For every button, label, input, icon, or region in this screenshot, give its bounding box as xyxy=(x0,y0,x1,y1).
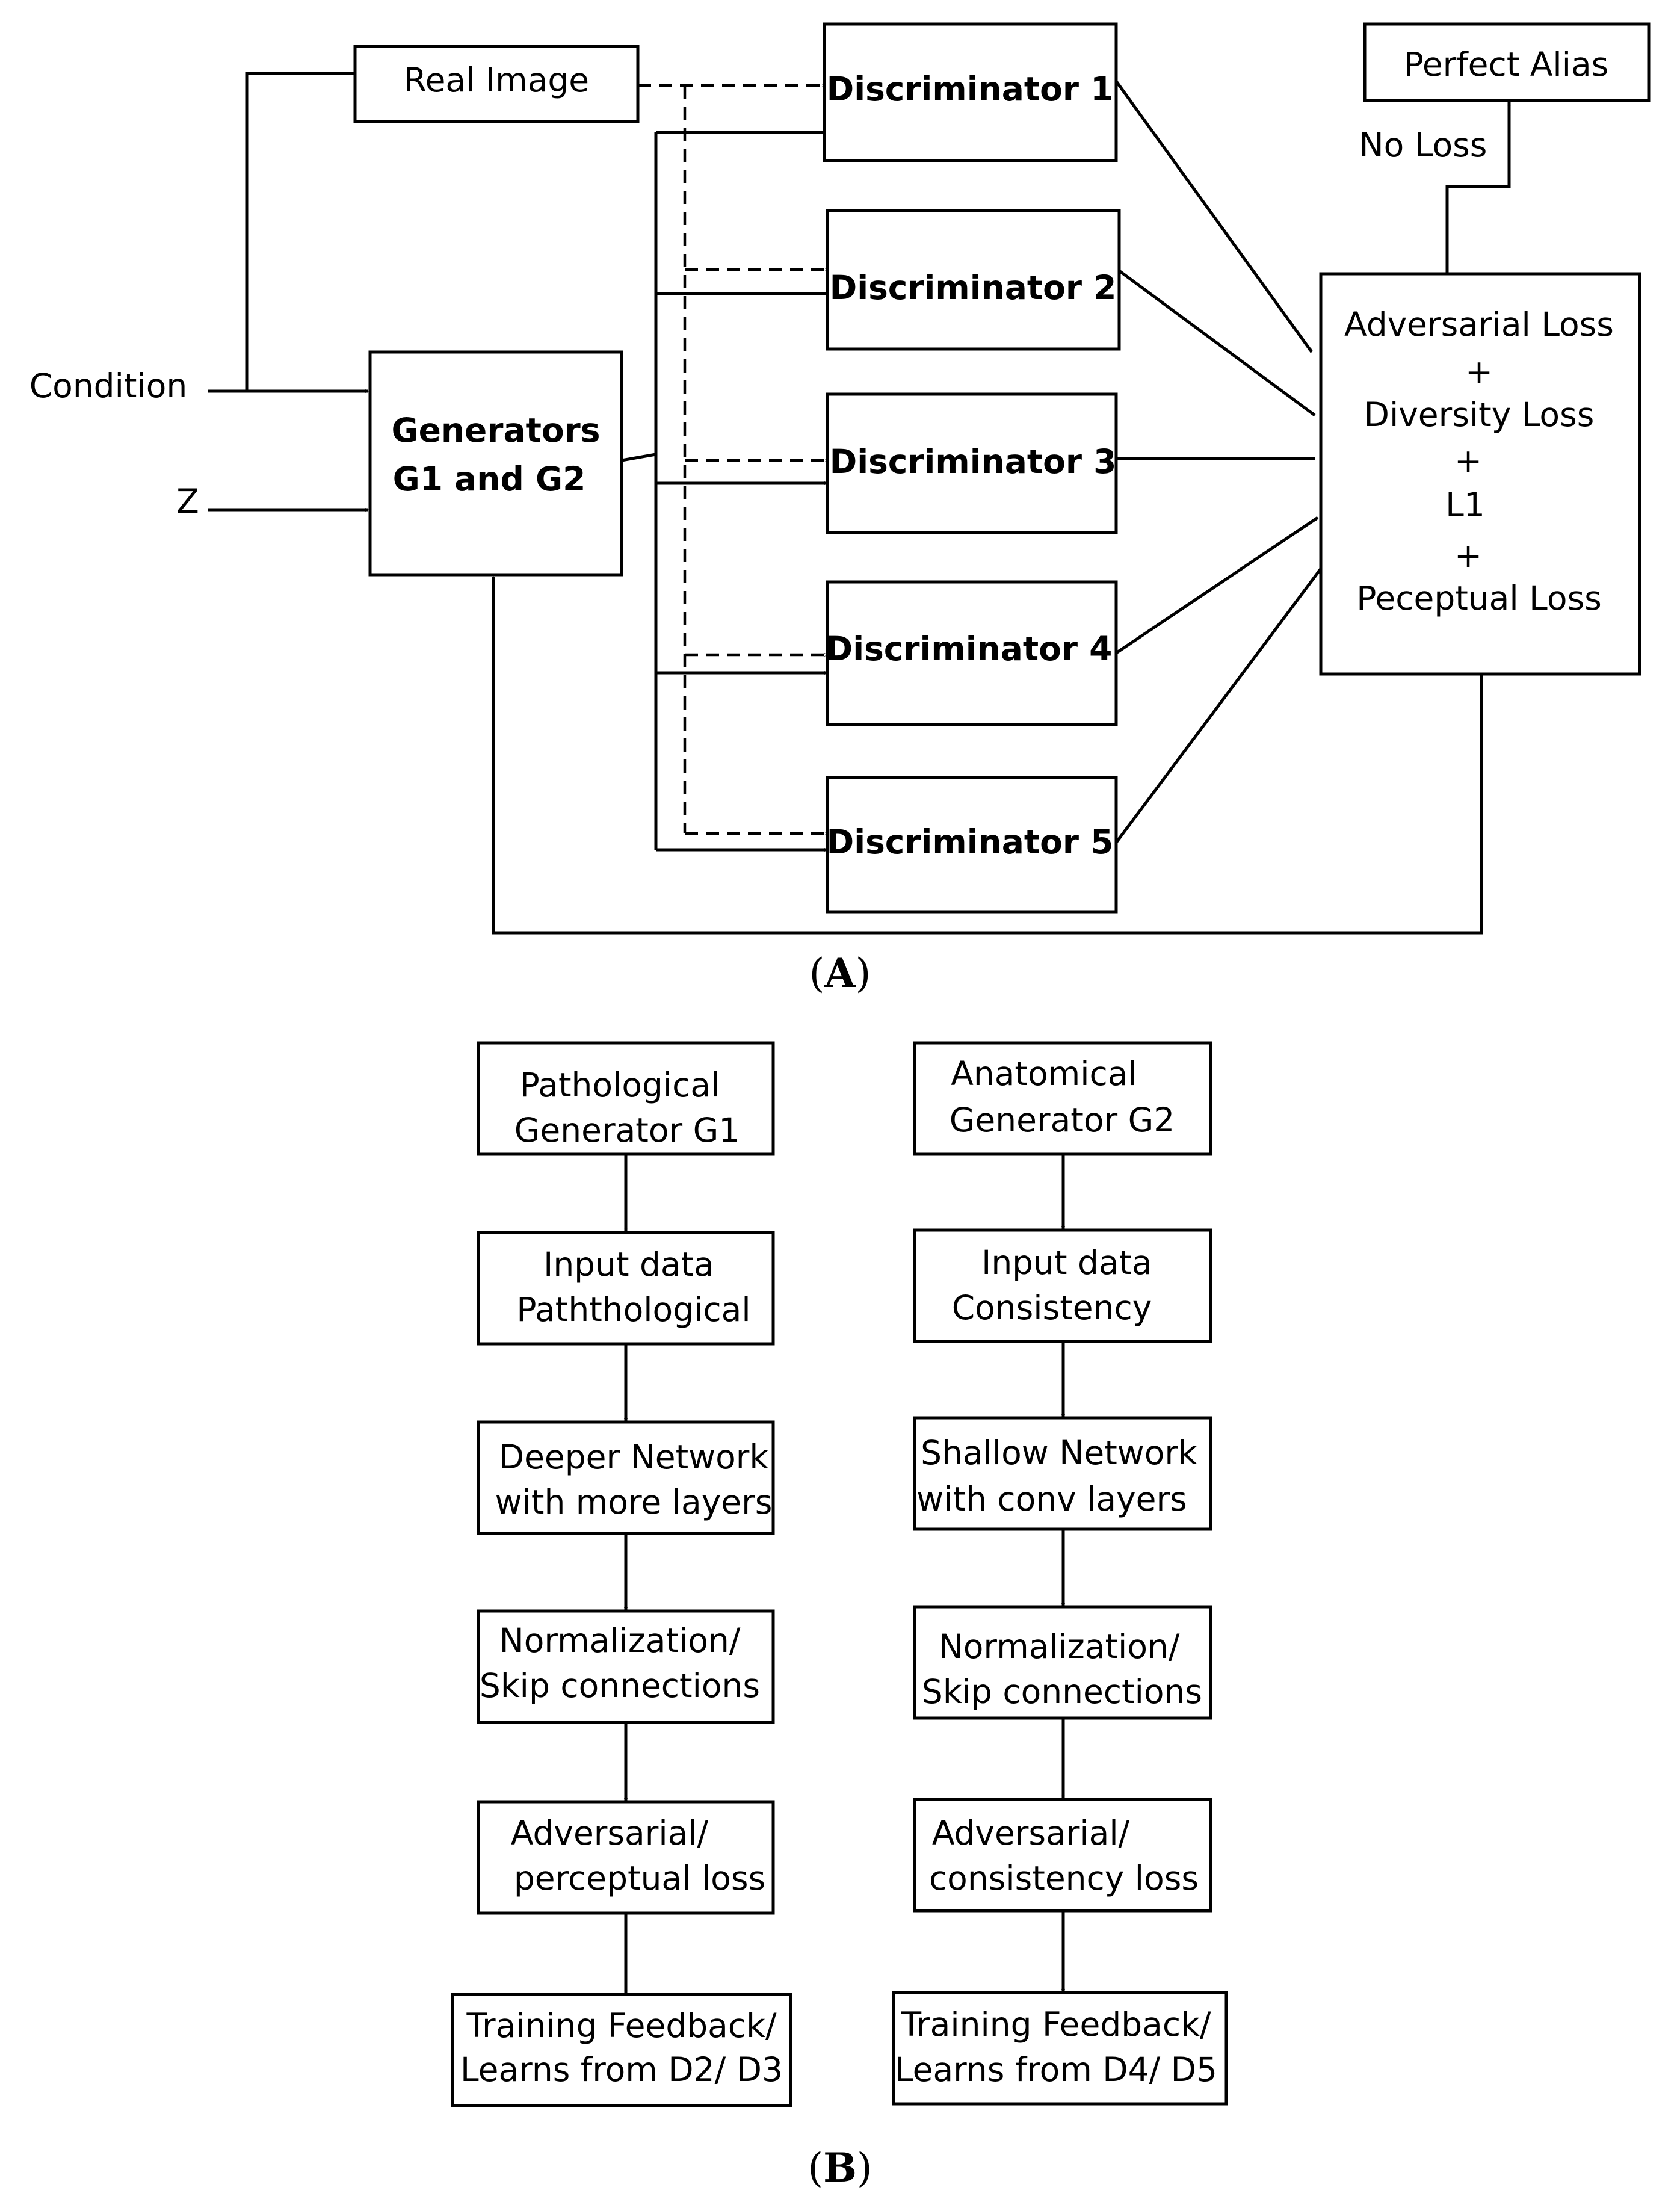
panel-b: Pathological Generator G1 Input data Pat… xyxy=(451,1041,1228,2191)
g1-step-3-box: Deeper Network with more layers xyxy=(477,1420,775,1535)
discriminator-3-box: Discriminator 3 xyxy=(826,392,1118,534)
g2-step-5-line2: consistency loss xyxy=(929,1859,1199,1897)
g1-step-5-line1: Adversarial/ xyxy=(511,1814,709,1852)
no-loss-arrow xyxy=(1445,101,1512,274)
g2-step-1-line1: Anatomical xyxy=(951,1054,1137,1093)
g2-step-2-line2: Consistency xyxy=(952,1288,1152,1327)
g2-step-6-box: Training Feedback/ Learns from D4/ D5 xyxy=(892,1991,1228,2106)
g2-column: Anatomical Generator G2 Input data Consi… xyxy=(892,1041,1228,2106)
g2-step-1-line2: Generator G2 xyxy=(950,1101,1175,1139)
panel-a: Condition Z Real Image Generators G1 and… xyxy=(29,22,1651,997)
g1-step-1-line1: Pathological xyxy=(520,1066,720,1104)
g1-column: Pathological Generator G1 Input data Pat… xyxy=(451,1041,792,2107)
real-image-box: Real Image xyxy=(353,45,640,123)
g1-step-2-box: Input data Paththological xyxy=(477,1231,775,1346)
discriminator-1-label: Discriminator 1 xyxy=(827,70,1114,108)
discriminator-1-box: Discriminator 1 xyxy=(823,22,1118,162)
g1-step-1-box: Pathological Generator G1 xyxy=(477,1041,775,1156)
g1-step-6-line1: Training Feedback/ xyxy=(466,2006,777,2045)
g1-step-5-box: Adversarial/ perceptual loss xyxy=(477,1800,775,1915)
loss-adversarial: Adversarial Loss xyxy=(1344,305,1614,344)
g2-step-5-line1: Adversarial/ xyxy=(932,1814,1130,1852)
g2-step-6-line2: Learns from D4/ D5 xyxy=(895,2050,1217,2089)
discriminator-5-box: Discriminator 5 xyxy=(826,776,1118,914)
g1-step-4-line1: Normalization/ xyxy=(499,1621,741,1660)
g2-step-3-box: Shallow Network with conv layers xyxy=(913,1416,1212,1531)
discriminator-4-label: Discriminator 4 xyxy=(826,629,1113,668)
input-arrows xyxy=(208,71,369,512)
g2-step-4-line1: Normalization/ xyxy=(939,1627,1180,1666)
panel-a-label: (A) xyxy=(809,950,871,997)
g1-step-2-line1: Input data xyxy=(543,1245,714,1284)
z-label: Z xyxy=(176,482,199,521)
loss-l1: L1 xyxy=(1445,486,1485,524)
g1-step-4-line2: Skip connections xyxy=(480,1666,760,1705)
discriminator-5-label: Discriminator 5 xyxy=(827,823,1114,861)
g1-step-3-line1: Deeper Network xyxy=(499,1438,769,1476)
real-image-label: Real Image xyxy=(404,61,589,99)
discriminator-3-label: Discriminator 3 xyxy=(830,442,1117,481)
no-loss-label: No Loss xyxy=(1359,126,1487,164)
loss-box: Adversarial Loss + Diversity Loss + L1 +… xyxy=(1319,272,1641,676)
g1-step-1-line2: Generator G1 xyxy=(514,1111,740,1149)
discriminator-to-loss-arrows xyxy=(1114,80,1323,844)
loss-diversity: Diversity Loss xyxy=(1364,395,1595,434)
g2-step-4-box: Normalization/ Skip connections xyxy=(913,1605,1212,1720)
g2-step-2-box: Input data Consistency xyxy=(913,1228,1212,1343)
g1-step-2-line2: Paththological xyxy=(516,1290,750,1329)
g2-step-1-box: Anatomical Generator G2 xyxy=(913,1041,1212,1156)
generator-solid-feeds xyxy=(621,131,829,852)
g2-step-6-line1: Training Feedback/ xyxy=(901,2005,1211,2044)
panel-b-label: (B) xyxy=(808,2144,872,2191)
g2-step-3-line1: Shallow Network xyxy=(921,1433,1197,1472)
g1-step-5-line2: perceptual loss xyxy=(514,1859,765,1897)
g1-step-6-line2: Learns from D2/ D3 xyxy=(460,2050,783,2089)
feedback-loop-arrow xyxy=(491,575,1483,935)
real-image-dashed-feeds xyxy=(638,83,829,836)
generators-label-line1: Generators xyxy=(391,411,600,450)
g2-step-2-line1: Input data xyxy=(981,1243,1152,1282)
g1-step-3-line2: with more layers xyxy=(495,1483,773,1521)
generators-box: Generators G1 and G2 xyxy=(368,350,623,577)
condition-label: Condition xyxy=(29,366,187,405)
perfect-alias-box: Perfect Alias xyxy=(1363,22,1651,102)
g2-step-4-line2: Skip connections xyxy=(922,1672,1202,1711)
discriminator-2-box: Discriminator 2 xyxy=(826,209,1121,351)
loss-perceptual: Peceptual Loss xyxy=(1356,579,1602,617)
g2-step-3-line2: with conv layers xyxy=(916,1480,1187,1518)
loss-plus-3: + xyxy=(1454,536,1482,575)
loss-plus-2: + xyxy=(1454,442,1482,480)
g1-step-6-box: Training Feedback/ Learns from D2/ D3 xyxy=(451,1993,792,2107)
perfect-alias-label: Perfect Alias xyxy=(1404,45,1609,84)
g1-step-4-box: Normalization/ Skip connections xyxy=(477,1609,775,1724)
loss-plus-1: + xyxy=(1465,353,1493,391)
g2-step-5-box: Adversarial/ consistency loss xyxy=(913,1798,1212,1913)
discriminator-4-box: Discriminator 4 xyxy=(826,580,1118,726)
generators-label-line2: G1 and G2 xyxy=(393,460,586,498)
discriminator-2-label: Discriminator 2 xyxy=(830,268,1117,307)
